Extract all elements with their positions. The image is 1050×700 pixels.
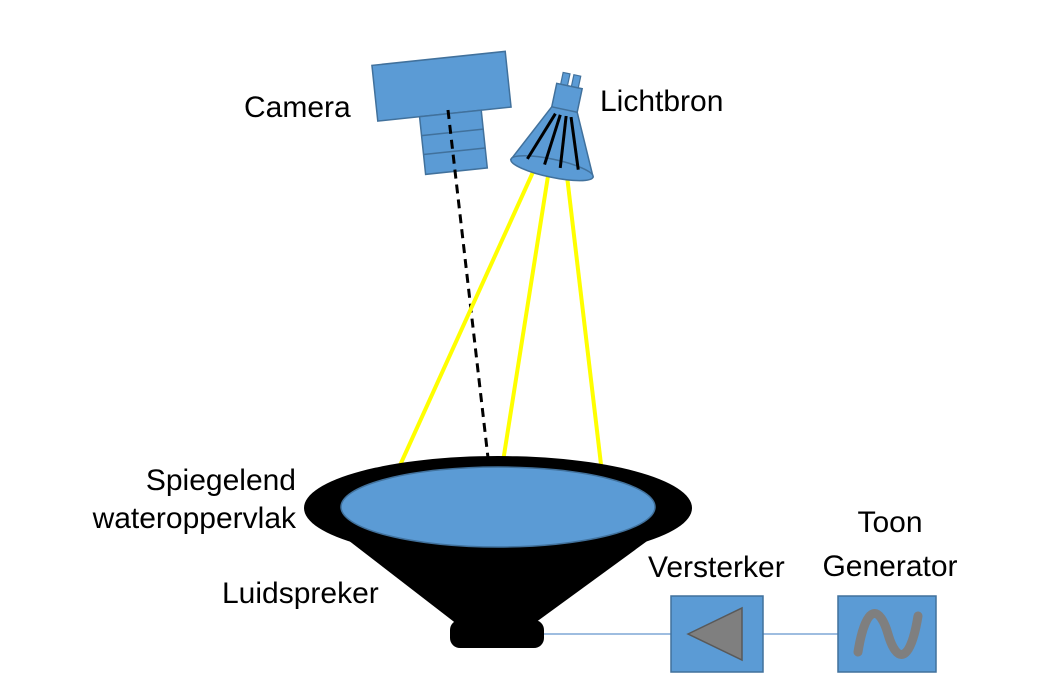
amplifier-label: Versterker: [648, 551, 785, 584]
light-source: [509, 71, 594, 182]
sine-wave-icon: [853, 609, 923, 659]
water-surface-label-line2: wateroppervlak: [92, 502, 296, 535]
tone-generator-box: [837, 595, 937, 673]
lamp-filament: [569, 116, 580, 170]
triangle-amplifier-icon: [686, 606, 743, 662]
amplifier: [670, 595, 764, 673]
tone-generator-label-line1: Toon: [857, 506, 923, 539]
camera-lens-ring: [423, 147, 486, 156]
light-source-label: Lichtbron: [600, 85, 724, 118]
lamp-filament: [526, 112, 557, 160]
light-ray: [565, 175, 608, 508]
camera-body: [371, 50, 512, 122]
water-surface: [340, 466, 656, 548]
light-ray: [494, 175, 550, 507]
camera-lens: [418, 109, 489, 176]
camera: [371, 50, 512, 176]
speaker-label: Luidspreker: [222, 577, 379, 610]
lamp-front: [510, 155, 594, 182]
lamp-filament: [558, 115, 568, 169]
tone-generator-label-line2: Generator: [822, 550, 958, 583]
tone-generator: [837, 595, 937, 673]
speaker-magnet: [450, 620, 544, 648]
camera-lens-ring: [421, 128, 484, 137]
light-ray: [380, 171, 535, 506]
tone-generator-label: Toon Generator: [808, 505, 972, 585]
water-surface-label: Spiegelend wateroppervlak: [40, 463, 296, 537]
loudspeaker: [304, 456, 692, 648]
camera-label: Camera: [244, 91, 351, 124]
water-surface-label-line1: Spiegelend: [145, 464, 296, 497]
lamp-filament: [543, 114, 562, 166]
